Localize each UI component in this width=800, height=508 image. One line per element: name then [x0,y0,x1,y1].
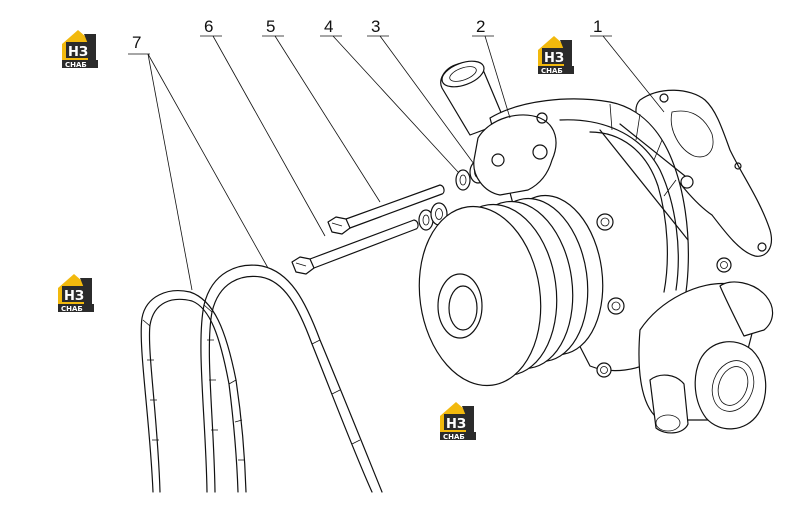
watermark-logo: НЗ СНАБ [58,274,94,313]
callout-label-5: 5 [266,17,275,36]
svg-text:СНАБ: СНАБ [65,61,87,69]
callout-label-3: 3 [371,17,380,36]
callout-1: 1 [590,17,665,113]
callout-label-6: 6 [204,17,213,36]
drive-belt-front [140,290,247,493]
callout-5: 5 [262,17,381,203]
callout-3: 3 [367,17,475,165]
callout-label-4: 4 [324,17,333,36]
watermark-logo: НЗ СНАБ [62,30,98,69]
svg-text:НЗ: НЗ [64,289,84,304]
svg-text:СНАБ: СНАБ [61,305,83,313]
callout-4: 4 [320,17,459,173]
bolt-short [327,184,445,235]
callout-6: 6 [200,17,326,237]
svg-text:СНАБ: СНАБ [541,67,563,75]
watermark-logo: НЗ СНАБ [538,36,574,75]
watermark-logo: НЗ СНАБ [440,402,476,441]
callout-label-1: 1 [593,17,602,36]
pump-pulley [418,194,604,387]
callout-7: 7 [128,33,269,291]
drive-belt-rear [200,264,383,493]
callout-label-2: 2 [476,17,485,36]
bolt-long [291,219,419,275]
callout-label-7: 7 [132,33,141,52]
svg-text:НЗ: НЗ [446,417,466,432]
svg-text:НЗ: НЗ [544,51,564,66]
svg-text:СНАБ: СНАБ [443,433,465,441]
svg-text:НЗ: НЗ [68,45,88,60]
callout-2: 2 [472,17,511,119]
